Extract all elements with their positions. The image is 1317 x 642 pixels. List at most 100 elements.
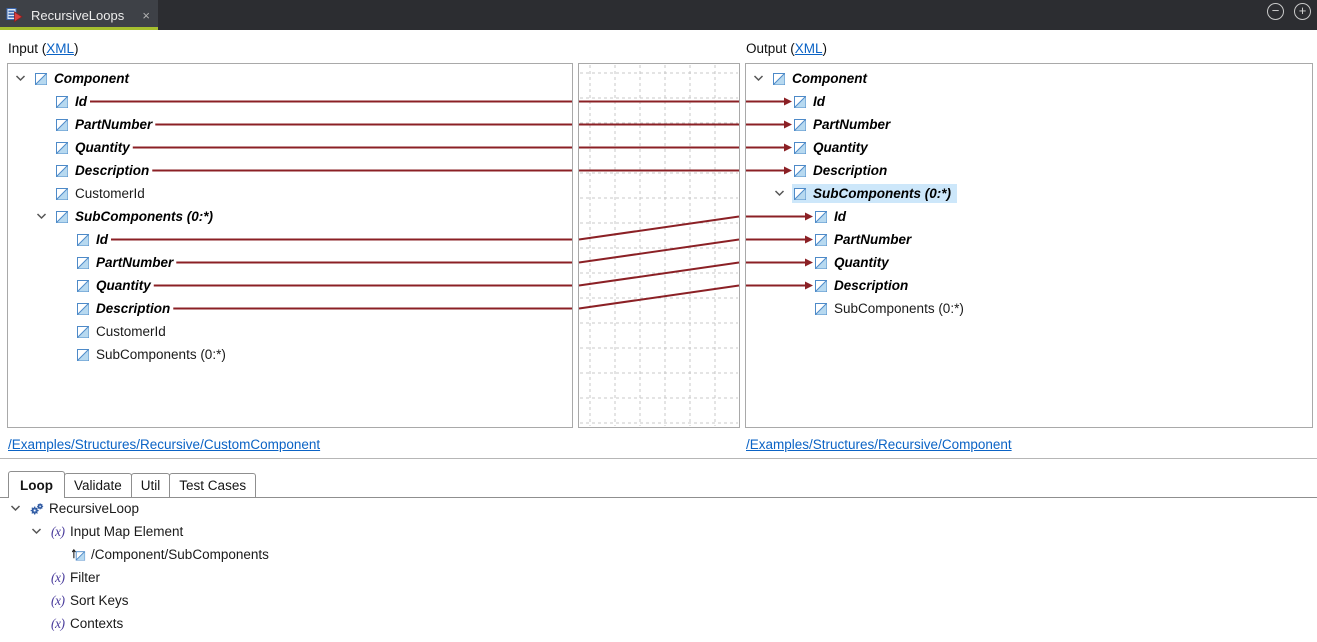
element-icon <box>794 187 808 200</box>
output-header: Output (XML) <box>746 41 827 56</box>
indent <box>15 193 36 194</box>
tree-row[interactable]: (x)Contexts <box>0 612 269 635</box>
tree-node-label: Description <box>75 163 150 178</box>
tree-row[interactable]: PartNumber <box>8 113 572 136</box>
tab-test-cases[interactable]: Test Cases <box>169 473 257 497</box>
indent <box>10 600 31 601</box>
tree-row[interactable]: Description <box>746 274 1312 297</box>
tree-row[interactable]: Quantity <box>746 251 1312 274</box>
tree-row[interactable]: CustomerId <box>8 320 572 343</box>
output-structure-link[interactable]: /Examples/Structures/Recursive/Component <box>746 437 1012 452</box>
tree-row[interactable]: Id <box>746 90 1312 113</box>
bottom-tab-bar: Loop Validate Util Test Cases <box>0 468 1317 498</box>
input-structure-link[interactable]: /Examples/Structures/Recursive/CustomCom… <box>8 437 321 452</box>
tree-row[interactable]: PartNumber <box>746 113 1312 136</box>
tree-node-label: Description <box>96 301 171 316</box>
indent <box>10 554 52 555</box>
chevron-down-icon[interactable] <box>31 528 51 535</box>
document-tab-recursiveloops[interactable]: RecursiveLoops × <box>0 0 158 30</box>
element-icon <box>56 118 70 131</box>
tree-node-label: SubComponents (0:*) <box>813 186 951 201</box>
tree-row[interactable]: Id <box>8 90 572 113</box>
indent <box>753 262 795 263</box>
tree-row[interactable]: PartNumber <box>746 228 1312 251</box>
element-icon <box>77 348 91 361</box>
element-icon <box>815 233 829 246</box>
tree-row[interactable]: SubComponents (0:*) <box>8 205 572 228</box>
element-icon <box>56 95 70 108</box>
element-icon <box>56 210 70 223</box>
chevron-down-icon[interactable] <box>15 75 35 82</box>
tree-node-label: Component <box>54 71 129 86</box>
fx-icon: (x) <box>51 570 65 586</box>
element-icon <box>815 302 829 315</box>
chevron-down-icon[interactable] <box>36 213 56 220</box>
tree-node-label: PartNumber <box>96 255 174 270</box>
close-icon[interactable]: × <box>142 7 150 23</box>
tree-node-label: SubComponents (0:*) <box>96 347 226 362</box>
tab-util[interactable]: Util <box>130 473 171 497</box>
indent <box>15 147 36 148</box>
tree-row[interactable]: Id <box>746 205 1312 228</box>
fx-glyph: (x) <box>51 569 65 585</box>
output-xml-link[interactable]: XML <box>794 41 823 56</box>
chevron-down-icon[interactable] <box>753 75 773 82</box>
pane-controls: − + <box>1267 3 1311 20</box>
tab-loop[interactable]: Loop <box>8 471 65 498</box>
tree-node-label: CustomerId <box>75 186 145 201</box>
mapping-grid-panel[interactable] <box>578 63 740 428</box>
tree-node-label: Sort Keys <box>70 593 129 608</box>
tree-row[interactable]: Component <box>746 67 1312 90</box>
chevron-down-icon[interactable] <box>774 190 794 197</box>
tree-row[interactable]: PartNumber <box>8 251 572 274</box>
tree-node-label: Id <box>96 232 108 247</box>
element-icon <box>77 279 91 292</box>
tree-row[interactable]: Description <box>8 159 572 182</box>
tree-row[interactable]: SubComponents (0:*) <box>746 182 1312 205</box>
element-icon <box>815 256 829 269</box>
element-icon <box>794 95 808 108</box>
mapping-document-icon <box>6 7 24 23</box>
tree-row[interactable]: CustomerId <box>8 182 572 205</box>
tree-row[interactable]: Component <box>8 67 572 90</box>
tree-row[interactable]: /Component/SubComponents <box>0 543 269 566</box>
fx-glyph: (x) <box>51 615 65 631</box>
chevron-down-icon[interactable] <box>10 505 30 512</box>
tree-row[interactable]: SubComponents (0:*) <box>746 297 1312 320</box>
tree-row[interactable]: (x)Filter <box>0 566 269 589</box>
element-icon <box>35 72 49 85</box>
tree-row[interactable]: RecursiveLoop <box>0 497 269 520</box>
tree-node-label: Component <box>792 71 867 86</box>
fx-glyph: (x) <box>51 523 65 539</box>
tree-node-label: Quantity <box>75 140 130 155</box>
element-icon <box>794 164 808 177</box>
active-tab-underline <box>0 27 158 30</box>
tree-node-label: Input Map Element <box>70 524 184 539</box>
loop-tree: RecursiveLoop (x) Input Map Element/Compon… <box>0 497 269 635</box>
collapse-circle-icon[interactable]: − <box>1267 3 1284 20</box>
element-icon <box>77 256 91 269</box>
tree-row[interactable]: Description <box>8 297 572 320</box>
fx-glyph: (x) <box>51 592 65 608</box>
indent <box>15 170 36 171</box>
document-tab-bar: RecursiveLoops × − + <box>0 0 1317 30</box>
tree-row[interactable]: (x) Input Map Element <box>0 520 269 543</box>
element-icon <box>77 233 91 246</box>
horizontal-splitter[interactable] <box>0 458 1317 459</box>
element-icon <box>815 210 829 223</box>
tree-row[interactable]: Quantity <box>8 136 572 159</box>
tree-row[interactable]: (x) Sort Keys <box>0 589 269 612</box>
indent <box>753 308 795 309</box>
indent <box>753 124 774 125</box>
tree-row[interactable]: Description <box>746 159 1312 182</box>
tree-row[interactable]: Id <box>8 228 572 251</box>
expand-circle-icon[interactable]: + <box>1294 3 1311 20</box>
tree-row[interactable]: SubComponents (0:*) <box>8 343 572 366</box>
tree-row[interactable]: Quantity <box>8 274 572 297</box>
input-xml-link[interactable]: XML <box>46 41 75 56</box>
tree-row[interactable]: Quantity <box>746 136 1312 159</box>
tab-validate[interactable]: Validate <box>64 473 132 497</box>
